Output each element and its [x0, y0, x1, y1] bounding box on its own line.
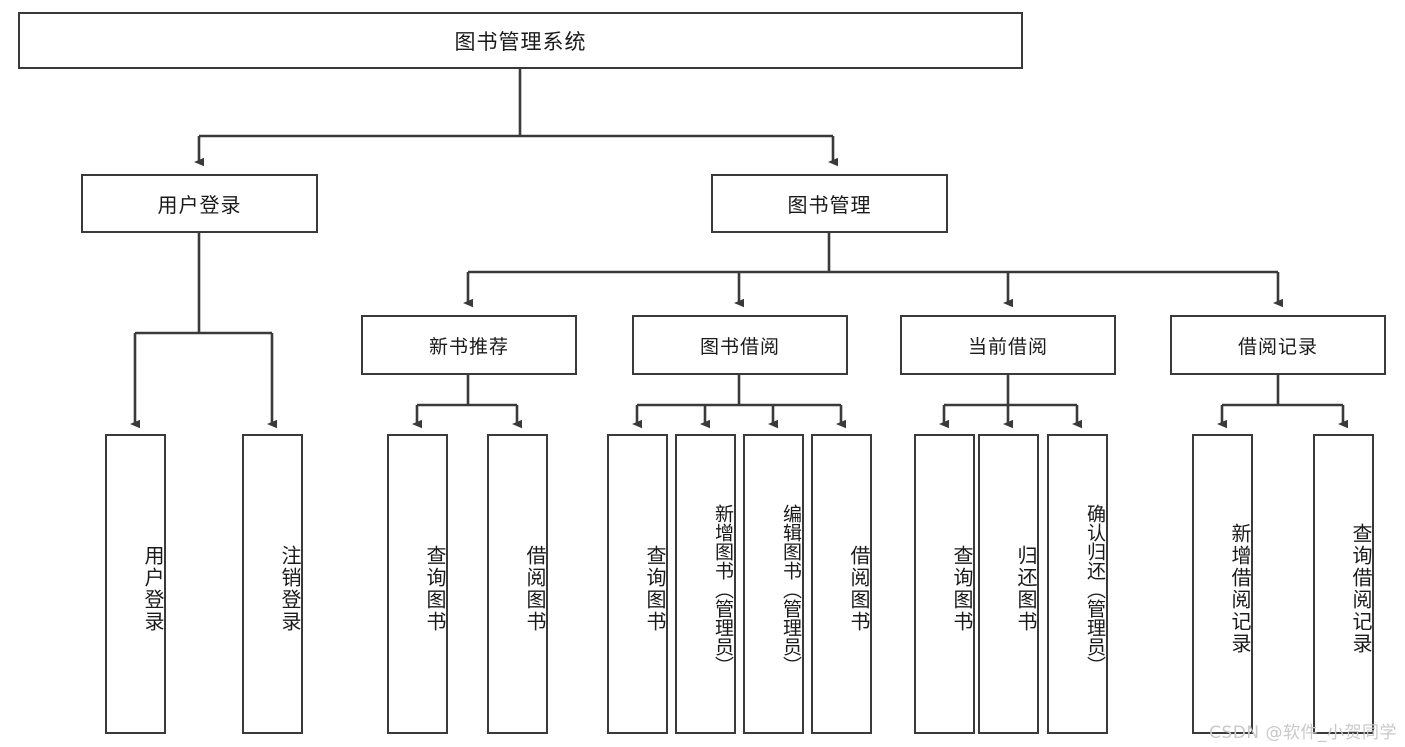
- watermark: CSDN @软件_小贺同学: [1209, 723, 1397, 743]
- leaf-add-record[interactable]: 新增借阅记录: [1192, 434, 1253, 734]
- node-new-book-recommend[interactable]: 新书推荐: [361, 315, 577, 375]
- leaf-user-login-label: 用户登录: [141, 545, 165, 633]
- leaf-logout[interactable]: 注销登录: [242, 434, 303, 734]
- leaf-add-record-label: 新增借阅记录: [1228, 523, 1252, 655]
- node-borrow-record[interactable]: 借阅记录: [1170, 315, 1386, 375]
- leaf-query-book-1[interactable]: 查询图书: [387, 434, 448, 734]
- leaf-add-book[interactable]: 新增图书（管理员）: [675, 434, 736, 734]
- leaf-edit-book[interactable]: 编辑图书（管理员）: [743, 434, 804, 734]
- node-user-login-label: 用户登录: [157, 193, 242, 217]
- node-book-manage[interactable]: 图书管理: [711, 174, 948, 233]
- leaf-borrow-book-2[interactable]: 借阅图书: [811, 434, 872, 734]
- node-book-manage-label: 图书管理: [787, 193, 872, 217]
- leaf-return-book-label: 归还图书: [1014, 545, 1038, 633]
- leaf-borrow-book-1[interactable]: 借阅图书: [487, 434, 548, 734]
- node-book-borrow-label: 图书借阅: [699, 335, 780, 358]
- node-root[interactable]: 图书管理系统: [18, 12, 1023, 69]
- leaf-borrow-book-2-label: 借阅图书: [847, 545, 871, 633]
- node-current-borrow-label: 当前借阅: [967, 335, 1048, 358]
- node-new-book-recommend-label: 新书推荐: [428, 335, 509, 358]
- leaf-query-record-label: 查询借阅记录: [1349, 523, 1373, 655]
- node-user-login[interactable]: 用户登录: [81, 174, 318, 233]
- node-book-borrow[interactable]: 图书借阅: [632, 315, 848, 375]
- leaf-confirm-return[interactable]: 确认归还（管理员）: [1047, 434, 1108, 734]
- leaf-logout-label: 注销登录: [278, 545, 302, 633]
- node-current-borrow[interactable]: 当前借阅: [900, 315, 1116, 375]
- leaf-edit-book-label: 编辑图书（管理员）: [780, 503, 802, 675]
- leaf-user-login[interactable]: 用户登录: [105, 434, 166, 734]
- leaf-query-book-3-label: 查询图书: [950, 545, 974, 633]
- leaf-query-record[interactable]: 查询借阅记录: [1313, 434, 1374, 734]
- node-root-label: 图书管理系统: [454, 29, 587, 54]
- leaf-return-book[interactable]: 归还图书: [978, 434, 1039, 734]
- leaf-query-book-2-label: 查询图书: [643, 545, 667, 633]
- leaf-query-book-2[interactable]: 查询图书: [607, 434, 668, 734]
- leaf-query-book-3[interactable]: 查询图书: [914, 434, 975, 734]
- node-borrow-record-label: 借阅记录: [1237, 335, 1318, 358]
- leaf-confirm-return-label: 确认归还（管理员）: [1084, 503, 1106, 675]
- leaf-add-book-label: 新增图书（管理员）: [712, 503, 734, 675]
- leaf-borrow-book-1-label: 借阅图书: [523, 545, 547, 633]
- leaf-query-book-1-label: 查询图书: [423, 545, 447, 633]
